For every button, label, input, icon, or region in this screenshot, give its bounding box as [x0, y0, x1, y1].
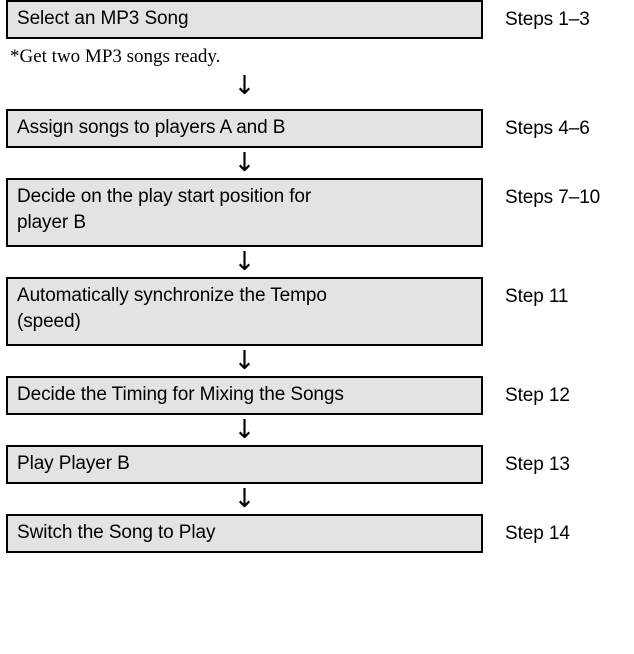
flow-step-box-synchronize-tempo: Automatically synchronize the Tempo (spe… [6, 277, 483, 346]
flow-step-switch-song: Switch the Song to Play Step 14 [0, 514, 634, 553]
flow-step-number-switch-song: Step 14 [505, 523, 570, 544]
flow-connector-assign-songs: ↓ [0, 148, 634, 178]
flow-connector-mixing-timing: ↓ [0, 415, 634, 445]
flow-step-number-synchronize-tempo: Step 11 [505, 286, 569, 307]
arrow-down-icon: ↓ [233, 71, 256, 101]
flow-connector-select-song: ↓ [0, 71, 634, 109]
flow-step-play-player-b: Play Player B Step 13 [0, 445, 634, 484]
flow-connector-play-start-position: ↓ [0, 247, 634, 277]
flow-step-number-assign-songs: Steps 4–6 [505, 118, 590, 139]
flow-step-note-select-song: *Get two MP3 songs ready. [10, 46, 221, 67]
arrow-down-icon: ↓ [233, 346, 256, 376]
flow-step-play-start-position: Decide on the play start position for pl… [0, 178, 634, 247]
flow-step-box-play-start-position: Decide on the play start position for pl… [6, 178, 483, 247]
flow-step-box-mixing-timing: Decide the Timing for Mixing the Songs [6, 376, 483, 415]
flow-step-box-select-song: Select an MP3 Song [6, 0, 483, 39]
flow-step-select-song: Select an MP3 Song Steps 1–3 [0, 0, 634, 39]
flow-step-assign-songs: Assign songs to players A and B Steps 4–6 [0, 109, 634, 148]
arrow-down-icon: ↓ [233, 148, 256, 178]
flow-connector-play-player-b: ↓ [0, 484, 634, 514]
flow-step-box-play-player-b: Play Player B [6, 445, 483, 484]
flow-step-number-play-player-b: Step 13 [505, 454, 570, 475]
arrow-down-icon: ↓ [233, 247, 256, 277]
flow-step-mixing-timing: Decide the Timing for Mixing the Songs St… [0, 376, 634, 415]
flow-step-synchronize-tempo: Automatically synchronize the Tempo (spe… [0, 277, 634, 346]
flow-step-box-assign-songs: Assign songs to players A and B [6, 109, 483, 148]
flow-step-number-select-song: Steps 1–3 [505, 9, 590, 30]
arrow-down-icon: ↓ [233, 484, 256, 514]
flow-step-box-switch-song: Switch the Song to Play [6, 514, 483, 553]
flow-connector-synchronize-tempo: ↓ [0, 346, 634, 376]
flow-step-number-mixing-timing: Step 12 [505, 385, 570, 406]
flow-step-number-play-start-position: Steps 7–10 [505, 187, 601, 208]
arrow-down-icon: ↓ [233, 415, 256, 445]
